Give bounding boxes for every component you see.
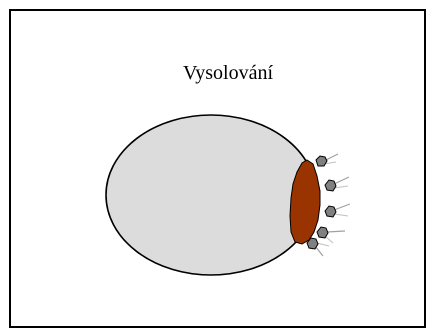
grey-ellipse (106, 115, 316, 275)
particle-5 (307, 238, 329, 256)
particle-3 (325, 204, 350, 217)
particle-2 (325, 177, 349, 191)
particle-4 (317, 227, 345, 243)
particle-1 (316, 154, 338, 166)
